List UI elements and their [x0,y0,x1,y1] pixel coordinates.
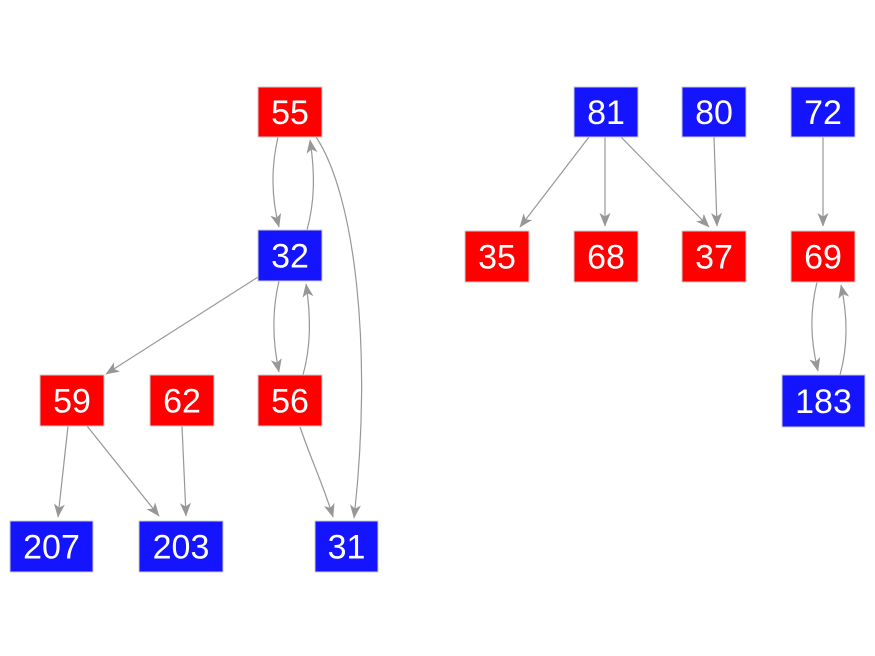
node-31-label: 31 [328,529,366,567]
node-55: 55 [257,86,323,138]
node-72: 72 [790,86,856,138]
edges-layer [53,136,850,519]
node-31-box [314,520,379,573]
node-59-label: 59 [53,383,91,421]
node-35-label: 35 [478,239,516,277]
edge-55-to-31 [315,136,363,519]
node-35-box [464,230,530,283]
edge-32-to-55 [306,139,318,231]
node-183-label: 183 [795,383,852,421]
node-55-label: 55 [271,94,309,132]
node-81-label: 81 [587,94,625,132]
node-59-box [39,374,105,427]
node-81: 81 [573,86,639,138]
node-35: 35 [464,230,530,283]
node-68: 68 [573,230,639,283]
node-59: 59 [39,374,105,427]
node-72-label: 72 [804,94,842,132]
edge-69-to-183 [809,281,821,372]
node-37-box [681,230,747,283]
node-32-box [257,229,323,282]
node-56-label: 56 [271,383,309,421]
node-68-box [573,230,639,283]
edge-62-to-203 [179,425,191,517]
node-203: 203 [138,520,224,573]
node-81-box [573,86,639,138]
edge-81-to-35 [519,136,590,228]
node-37: 37 [681,230,747,283]
node-62-label: 62 [163,383,201,421]
edge-80-to-37 [711,136,723,227]
edge-56-to-31 [299,426,335,518]
node-183-box [781,374,866,428]
node-62: 62 [149,374,215,427]
node-62-box [149,374,215,427]
nodes-layer: 55 32 59 62 56 207 203 31 81 80 72 35 68 37 69 183 [9,86,866,573]
node-207-label: 207 [23,529,80,567]
edge-32-to-59 [105,276,259,375]
edge-81-to-37 [620,136,710,228]
node-207-box [9,520,94,573]
node-203-label: 203 [153,529,210,567]
edge-59-to-203 [86,425,160,517]
edge-55-to-32 [270,136,282,228]
node-80-box [681,86,747,138]
node-56-box [257,374,323,427]
node-68-label: 68 [587,239,625,277]
edge-32-to-56 [270,280,282,373]
edge-183-to-69 [838,284,850,376]
node-32: 32 [257,229,323,282]
node-69-label: 69 [804,239,842,277]
node-69: 69 [790,230,856,283]
node-37-label: 37 [695,239,733,277]
node-80: 80 [681,86,747,138]
node-203-box [138,520,224,573]
node-69-box [790,230,856,283]
node-80-label: 80 [695,94,733,132]
node-72-box [790,86,856,138]
node-31: 31 [314,520,379,573]
node-183: 183 [781,374,866,428]
edge-56-to-32 [302,283,314,376]
node-32-label: 32 [271,238,309,276]
edge-59-to-207 [53,425,69,518]
node-207: 207 [9,520,94,573]
node-56: 56 [257,374,323,427]
node-55-box [257,86,323,138]
